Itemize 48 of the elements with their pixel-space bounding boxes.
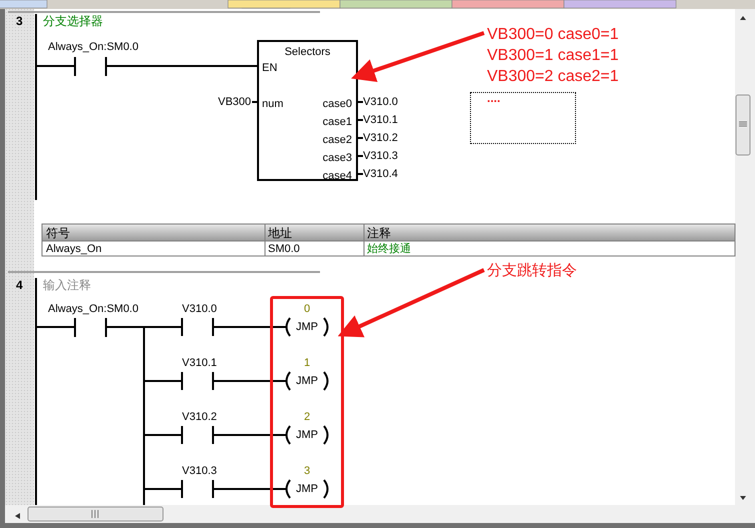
jump-number: 3 <box>304 464 310 478</box>
network-title: 分支选择器 <box>43 14 103 28</box>
table-header-cell: 地址 <box>268 226 292 240</box>
jump-number: 2 <box>304 410 310 424</box>
operand-label: VB300 <box>218 95 252 109</box>
function-block <box>257 40 358 181</box>
coil-label: JMP <box>296 374 318 388</box>
pin-label: case2 <box>322 133 352 147</box>
pin-label: num <box>262 97 284 111</box>
pin-label: case3 <box>322 151 352 165</box>
contact-label: Always_On:SM0.0 <box>48 302 138 316</box>
coil-label: JMP <box>296 482 318 496</box>
annotation-text: 分支跳转指令 <box>487 262 577 280</box>
output-label: V310.2 <box>363 131 398 145</box>
contact-label: V310.0 <box>182 302 217 316</box>
table-cell: Always_On <box>46 242 102 256</box>
output-label: V310.3 <box>363 149 398 163</box>
table-cell: 始终接通 <box>367 242 411 256</box>
annotation-line: VB300=1 case1=1 <box>487 46 619 66</box>
output-label: V310.0 <box>363 95 398 109</box>
coil-label: JMP <box>296 320 318 334</box>
block-title: Selectors <box>284 45 332 59</box>
contact-label: V310.1 <box>182 356 217 370</box>
contact-label: Always_On:SM0.0 <box>48 40 138 54</box>
pin-label: EN <box>262 61 278 75</box>
network-number: 4 <box>16 278 23 292</box>
arrow <box>338 268 485 338</box>
contact-label: V310.3 <box>182 464 217 478</box>
dotted-box <box>470 92 576 144</box>
ellipsis-text: .... <box>487 91 500 105</box>
jump-number: 0 <box>304 302 310 316</box>
highlight-box <box>270 296 344 508</box>
annotation-line: VB300=2 case2=1 <box>487 67 619 87</box>
pin-label: case4 <box>322 169 352 183</box>
network-comment: 输入注释 <box>43 278 91 292</box>
network-number: 3 <box>16 14 23 28</box>
output-label: V310.1 <box>363 113 398 127</box>
output-label: V310.4 <box>363 167 398 181</box>
contact-label: V310.2 <box>182 410 217 424</box>
coil-label: JMP <box>296 428 318 442</box>
pin-label: case0 <box>322 97 352 111</box>
table-header-cell: 符号 <box>46 226 70 240</box>
annotation-line: VB300=0 case0=1 <box>487 25 619 45</box>
arrow <box>351 31 485 82</box>
table-cell: SM0.0 <box>268 242 300 256</box>
jump-number: 1 <box>304 356 310 370</box>
table-header-cell: 注释 <box>367 226 391 240</box>
pin-label: case1 <box>322 115 352 129</box>
